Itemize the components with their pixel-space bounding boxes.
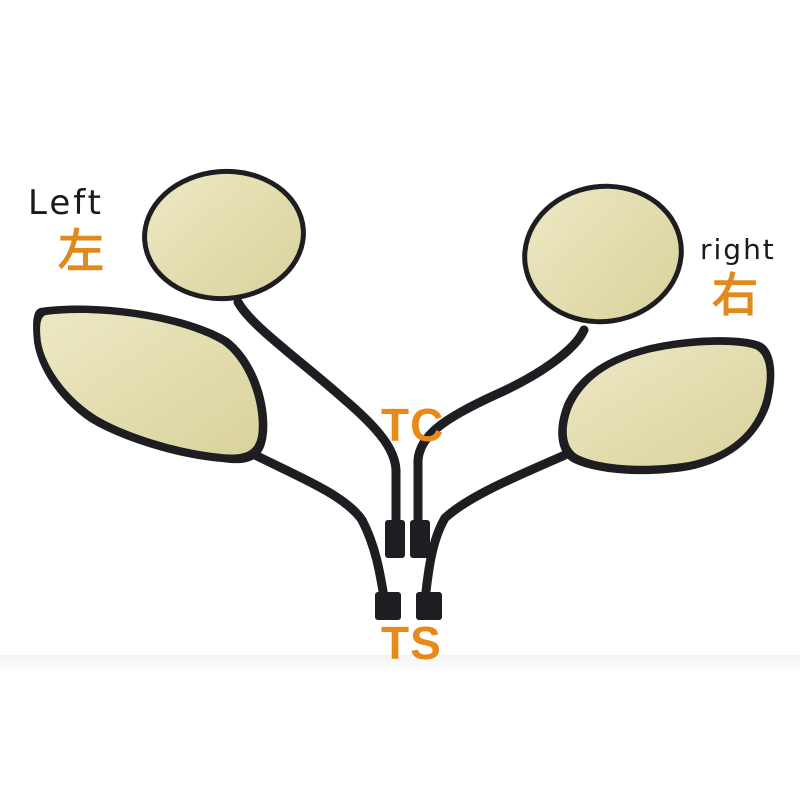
right-round-glass bbox=[527, 188, 679, 320]
ts-label: TS bbox=[381, 617, 442, 669]
right-rhombus-glass bbox=[566, 344, 767, 466]
tc-mount-left bbox=[385, 520, 405, 558]
tc-mount-right bbox=[410, 520, 430, 558]
left-round-stem bbox=[233, 297, 401, 550]
left-rhombus-stem bbox=[250, 450, 391, 615]
right-label-cjk: 右 bbox=[712, 268, 758, 322]
tc-label: TC bbox=[381, 399, 445, 451]
ts-mount-right bbox=[416, 592, 442, 620]
left-rhombus-mirror bbox=[33, 305, 391, 615]
left-round-mirror bbox=[142, 168, 401, 550]
right-label: right bbox=[700, 233, 776, 266]
floor-shade bbox=[0, 655, 800, 675]
right-round-mirror bbox=[413, 183, 684, 550]
left-round-glass bbox=[147, 173, 301, 297]
right-rhombus-mirror bbox=[419, 337, 775, 615]
left-label: Left bbox=[28, 183, 104, 223]
left-label-cjk: 左 bbox=[58, 224, 104, 278]
right-round-stem bbox=[413, 325, 589, 550]
left-rhombus-glass bbox=[40, 313, 259, 455]
ts-mount-left bbox=[375, 592, 401, 620]
right-rhombus-stem bbox=[419, 450, 570, 615]
